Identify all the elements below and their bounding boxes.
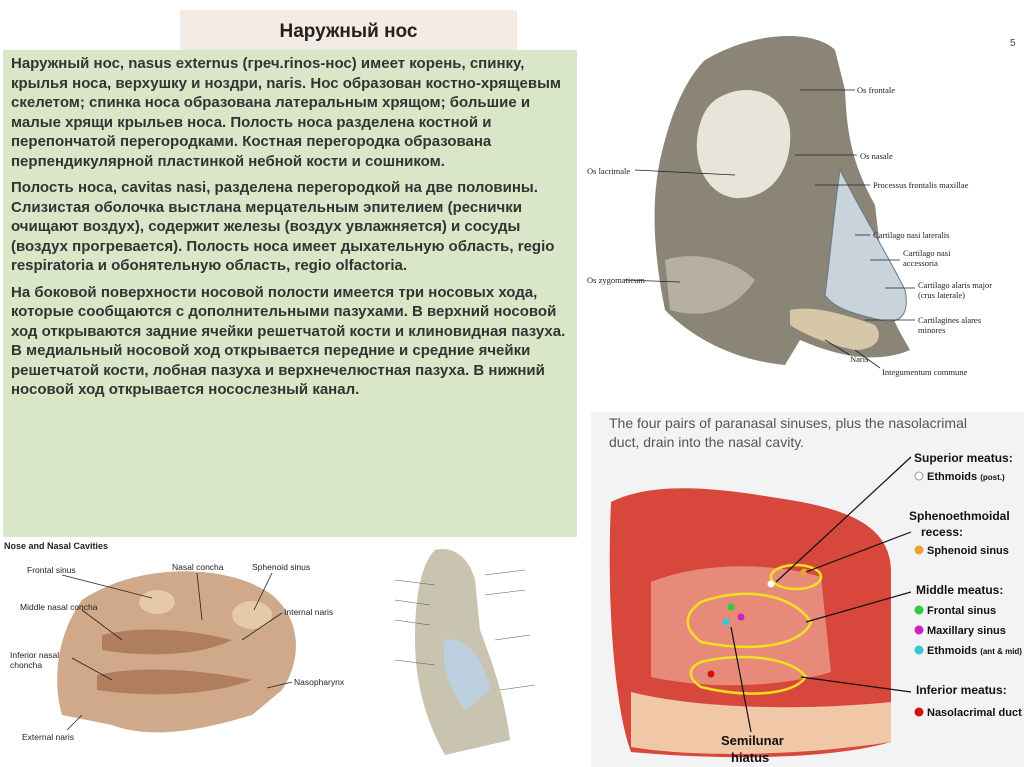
- label-sphenoid-sinus: Sphenoid sinus: [927, 545, 1009, 557]
- label-processus: Processus frontalis maxillae: [873, 180, 969, 190]
- label-superior-meatus: Superior meatus:: [914, 451, 1013, 465]
- legend-sphenoid-dot: [914, 545, 924, 555]
- label-cart-minores2: minores: [918, 325, 945, 335]
- label-inferior-concha-2: choncha: [10, 660, 42, 670]
- label-maxillary-sinus: Maxillary sinus: [927, 625, 1006, 637]
- skull-figure: Os frontale Os nasale Os lacrimale Proce…: [585, 20, 1005, 385]
- label-frontal-sinus: Frontal sinus: [27, 565, 76, 575]
- sphenoethmoidal-outline: [769, 563, 823, 591]
- page-title: Наружный нос: [180, 10, 517, 54]
- paragraph-2: Полость носа, cavitas nasi, разделена пе…: [11, 179, 555, 274]
- middle-meatus-outline: [686, 592, 813, 649]
- label-nasopharynx: Nasopharynx: [294, 677, 345, 687]
- label-inferior-concha-1: Inferior nasal: [10, 650, 59, 660]
- label-cart-minores1: Cartilagines alares: [918, 315, 981, 325]
- paragraph-3: На боковой поверхности носовой полости и…: [11, 283, 566, 399]
- label-nasolacrimal-duct: Nasolacrimal duct: [927, 707, 1022, 719]
- label-os-nasale: Os nasale: [860, 151, 893, 161]
- small-skull-figure: [385, 540, 560, 762]
- inferior-meatus-outline: [689, 655, 808, 695]
- label-os-lacrimale: Os lacrimale: [587, 166, 630, 176]
- label-os-zygomaticum: Os zygomaticum: [587, 275, 645, 285]
- label-semilunar-2: hiatus: [731, 750, 769, 765]
- label-semilunar-1: Semilunar: [721, 733, 784, 748]
- sphenoid-sinus-shape: [232, 601, 272, 629]
- small-skull-cartilage: [443, 639, 490, 710]
- label-middle-meatus: Middle meatus:: [916, 583, 1003, 597]
- frontal-sinus-shape: [139, 590, 175, 614]
- zygomatic-shape: [665, 256, 755, 314]
- label-ethmoids-post: Ethmoids (post.): [927, 471, 1005, 483]
- frontal-dot: [727, 603, 735, 611]
- sphenoid-dot: [800, 568, 808, 576]
- legend-maxillary-dot: [914, 625, 924, 635]
- label-inferior-meatus: Inferior meatus:: [916, 683, 1007, 697]
- maxillary-dot: [737, 613, 745, 621]
- label-cart-alaris2: (crus laterale): [918, 290, 965, 300]
- legend-ethmoid-ant-dot: [914, 645, 924, 655]
- palate-shape: [631, 692, 891, 754]
- page-number: 5: [1010, 38, 1016, 49]
- legend-ethmoid-post-dot: [914, 471, 924, 481]
- title-text: Наружный нос: [279, 21, 418, 42]
- nasal-heading: Nose and Nasal Cavities: [4, 541, 108, 551]
- inferior-concha-shape: [97, 669, 252, 695]
- label-integumentum: Integumentum commune: [882, 367, 967, 377]
- label-cart-lateralis: Cartilago nasi lateralis: [873, 230, 949, 240]
- label-naris: Naris: [850, 354, 868, 364]
- nasal-cavity-interior: [651, 566, 831, 686]
- label-ethmoids-ant: Ethmoids (ant & mid): [927, 645, 1022, 657]
- text-panel: Наружный нос, nasus externus (греч.rinos…: [3, 50, 577, 537]
- ethmoid-post-dot: [767, 580, 775, 588]
- label-spheno-1: Sphenoethmoidal: [909, 509, 1010, 523]
- nasal-cavities-figure: Nose and Nasal Cavities Frontal sinus Na…: [2, 540, 370, 765]
- paragraph-1: Наружный нос, nasus externus (греч.rinos…: [11, 55, 562, 170]
- label-sphenoid-sinus: Sphenoid sinus: [252, 562, 310, 572]
- orbit-shape: [696, 90, 791, 199]
- label-cart-acc1: Cartilago nasi: [903, 248, 951, 258]
- label-nasal-concha: Nasal concha: [172, 562, 224, 572]
- sinus-caption-1: The four pairs of paranasal sinuses, plu…: [609, 415, 967, 431]
- label-spheno-2: recess:: [921, 525, 963, 539]
- label-external-naris: External naris: [22, 732, 74, 742]
- sinus-caption-2: duct, drain into the nasal cavity.: [609, 434, 804, 450]
- label-cart-acc2: accessoria: [903, 258, 938, 268]
- sinus-diagram: The four pairs of paranasal sinuses, plu…: [609, 415, 1022, 765]
- legend-nasolacrimal-dot: [914, 707, 924, 717]
- ethmoid-ant-dot: [722, 618, 730, 626]
- label-cart-alaris1: Cartilago alaris major: [918, 280, 992, 290]
- middle-concha-shape: [102, 629, 232, 655]
- label-os-frontale: Os frontale: [857, 85, 895, 95]
- label-frontal-sinus: Frontal sinus: [927, 605, 996, 617]
- alar-cartilage-shape: [790, 308, 879, 350]
- label-internal-naris: Internal naris: [284, 607, 333, 617]
- legend-frontal-dot: [914, 605, 924, 615]
- nasolacrimal-dot: [707, 670, 715, 678]
- label-middle-concha: Middle nasal concha: [20, 602, 98, 612]
